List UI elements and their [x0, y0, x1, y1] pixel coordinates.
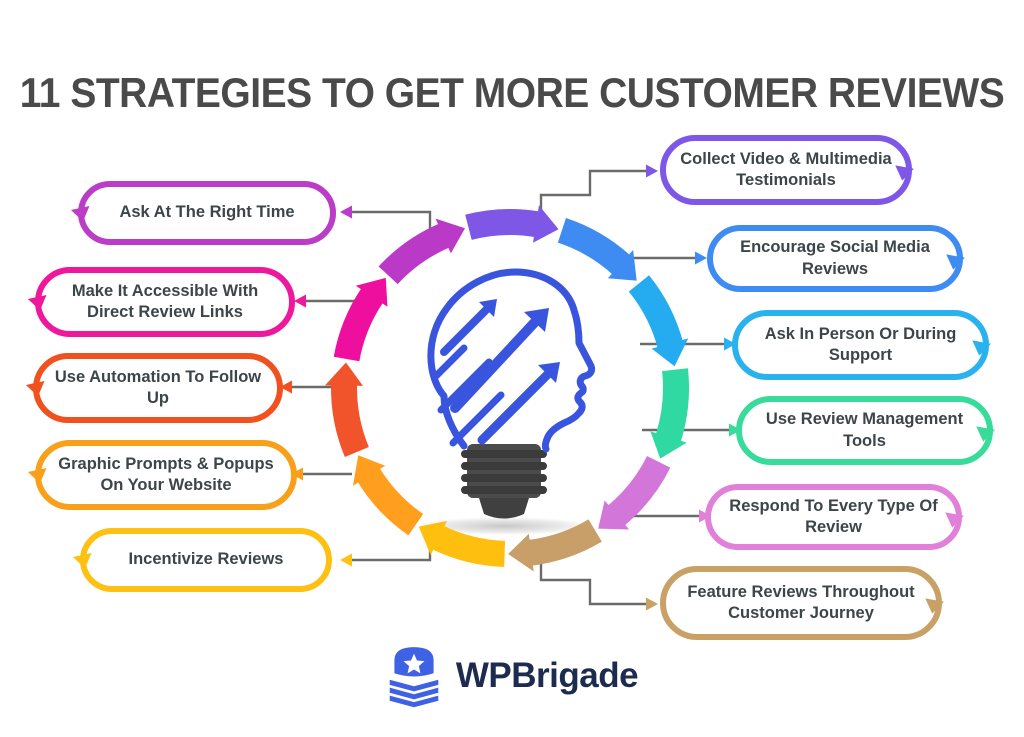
wpbrigade-logo: WPBrigade	[0, 644, 1024, 708]
strategy-label: Encourage Social Media Reviews	[740, 238, 930, 278]
brigade-cap-icon	[389, 647, 439, 708]
pill-review-management-tools: Use Review Management Tools	[736, 396, 995, 465]
strategy-label: Incentivize Reviews	[128, 550, 284, 569]
bulb-base	[461, 444, 547, 519]
ring-arrow-segment	[655, 368, 689, 443]
pill-direct-review-links: Make It Accessible With Direct Review Li…	[27, 267, 295, 337]
connector-line	[352, 536, 432, 562]
lightbulb-head-icon	[427, 268, 596, 519]
connector-line	[539, 550, 646, 606]
pill-automation-follow-up: Use Automation To Follow Up	[25, 353, 283, 423]
pill-arrow-tip-icon	[27, 295, 47, 311]
connector-arrowhead	[291, 467, 303, 481]
connector-arrowhead	[280, 380, 292, 394]
strategy-label: Make It Accessible With Direct Review Li…	[71, 281, 259, 321]
connector-lines	[280, 164, 741, 611]
pill-arrow-tip-icon	[972, 340, 991, 356]
pill-respond-every-review: Respond To Every Type Of Review	[705, 484, 964, 550]
connector-arrowhead	[646, 597, 658, 611]
connector-arrowhead	[340, 553, 352, 567]
ring-arrowhead	[651, 338, 689, 367]
ring-arrow-segment	[357, 467, 424, 536]
pill-arrow-tip-icon	[895, 165, 914, 181]
ring-arrowhead	[607, 249, 637, 281]
strategy-label: Collect Video & Multimedia Testimonials	[680, 149, 892, 189]
pill-graphic-prompts: Graphic Prompts & Popups On Your Website	[27, 440, 297, 510]
pill-video-testimonials: Collect Video & Multimedia Testimonials	[660, 135, 914, 205]
strategy-label: Ask At The Right Time	[119, 203, 295, 222]
connector-arrowhead	[340, 205, 352, 219]
logo-text: WPBrigade	[455, 656, 639, 695]
ring-arrow-segment	[527, 519, 602, 566]
ring-arrow-segment	[465, 209, 540, 240]
pill-incentivize-reviews: Incentivize Reviews	[72, 528, 332, 592]
ring-arrowhead	[598, 500, 630, 530]
ring-arrow-segment	[431, 525, 506, 567]
ring-arrow-segment	[333, 287, 384, 362]
pill-arrow-tip-icon	[945, 512, 964, 528]
connector-line	[539, 169, 646, 226]
strategy-label: Respond To Every Type Of Review	[729, 496, 938, 536]
pill-social-media-reviews: Encourage Social Media Reviews	[707, 225, 965, 292]
ring-arrowhead	[532, 205, 559, 243]
strategy-label: Use Review Management Tools	[765, 410, 964, 450]
connector-arrowhead	[729, 423, 741, 437]
ring-arrowhead	[650, 431, 687, 459]
connector-arrowhead	[724, 337, 736, 351]
strategy-label: Graphic Prompts & Popups On Your Website	[58, 454, 274, 494]
strategy-label: Feature Reviews Throughout Customer Jour…	[687, 582, 915, 622]
ring-arrowhead	[352, 455, 386, 486]
growth-arrows-icon	[432, 299, 560, 447]
pill-arrow-tip-icon	[976, 425, 995, 442]
arrow-ring	[325, 205, 689, 572]
pill-feature-reviews-journey: Feature Reviews Throughout Customer Jour…	[660, 566, 944, 640]
pill-arrow-tip-icon	[25, 381, 45, 397]
bulb-shadow	[416, 517, 592, 535]
strategy-label: Use Automation To Follow Up	[54, 367, 262, 407]
ring-arrow-segment	[331, 383, 369, 458]
pill-arrow-tip-icon	[72, 553, 92, 569]
ring-arrow-segment	[607, 455, 671, 526]
ring-arrowhead	[418, 520, 448, 556]
ring-arrow-segment	[378, 223, 450, 285]
ring-arrow-segment	[557, 217, 631, 275]
ring-arrowhead	[508, 533, 534, 572]
pill-ask-in-person: Ask In Person Or During Support	[732, 310, 991, 380]
connector-arrowhead	[695, 251, 707, 265]
connector-arrowhead	[294, 294, 306, 308]
strategy-label: Ask In Person Or During Support	[764, 324, 957, 364]
pill-arrow-tip-icon	[946, 253, 965, 270]
ring-arrow-segment	[628, 275, 683, 349]
connector-arrowhead	[646, 164, 658, 178]
ring-arrowhead	[435, 218, 466, 254]
pill-arrow-tip-icon	[70, 206, 90, 222]
pill-ask-right-time: Ask At The Right Time	[70, 181, 336, 245]
pill-arrow-tip-icon	[925, 598, 944, 614]
ring-arrowhead	[355, 277, 388, 307]
page-title: 11 STRATEGIES TO GET MORE CUSTOMER REVIE…	[19, 70, 1005, 117]
ring-arrowhead	[325, 362, 364, 386]
pill-arrow-tip-icon	[27, 468, 47, 484]
head-glass-outline	[427, 268, 596, 453]
